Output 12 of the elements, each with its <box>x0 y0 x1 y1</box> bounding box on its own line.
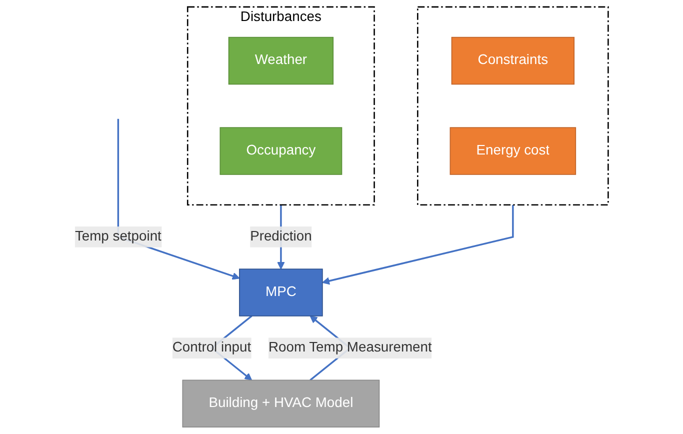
edge-label: Prediction <box>250 229 312 244</box>
edge-label: Room Temp Measurement <box>268 340 432 355</box>
cluster <box>416 6 609 206</box>
node-box: MPC <box>238 268 323 316</box>
edge-label: Control input <box>172 340 252 355</box>
node-box: Occupancy <box>220 127 342 175</box>
arrow <box>322 204 514 285</box>
node-box: Constraints <box>451 36 574 85</box>
node-box: Energy cost <box>450 127 576 175</box>
edge-label: Temp setpoint <box>74 229 162 244</box>
node-box: Building + HVAC Model <box>182 380 380 428</box>
node-box: Weather <box>228 36 334 85</box>
